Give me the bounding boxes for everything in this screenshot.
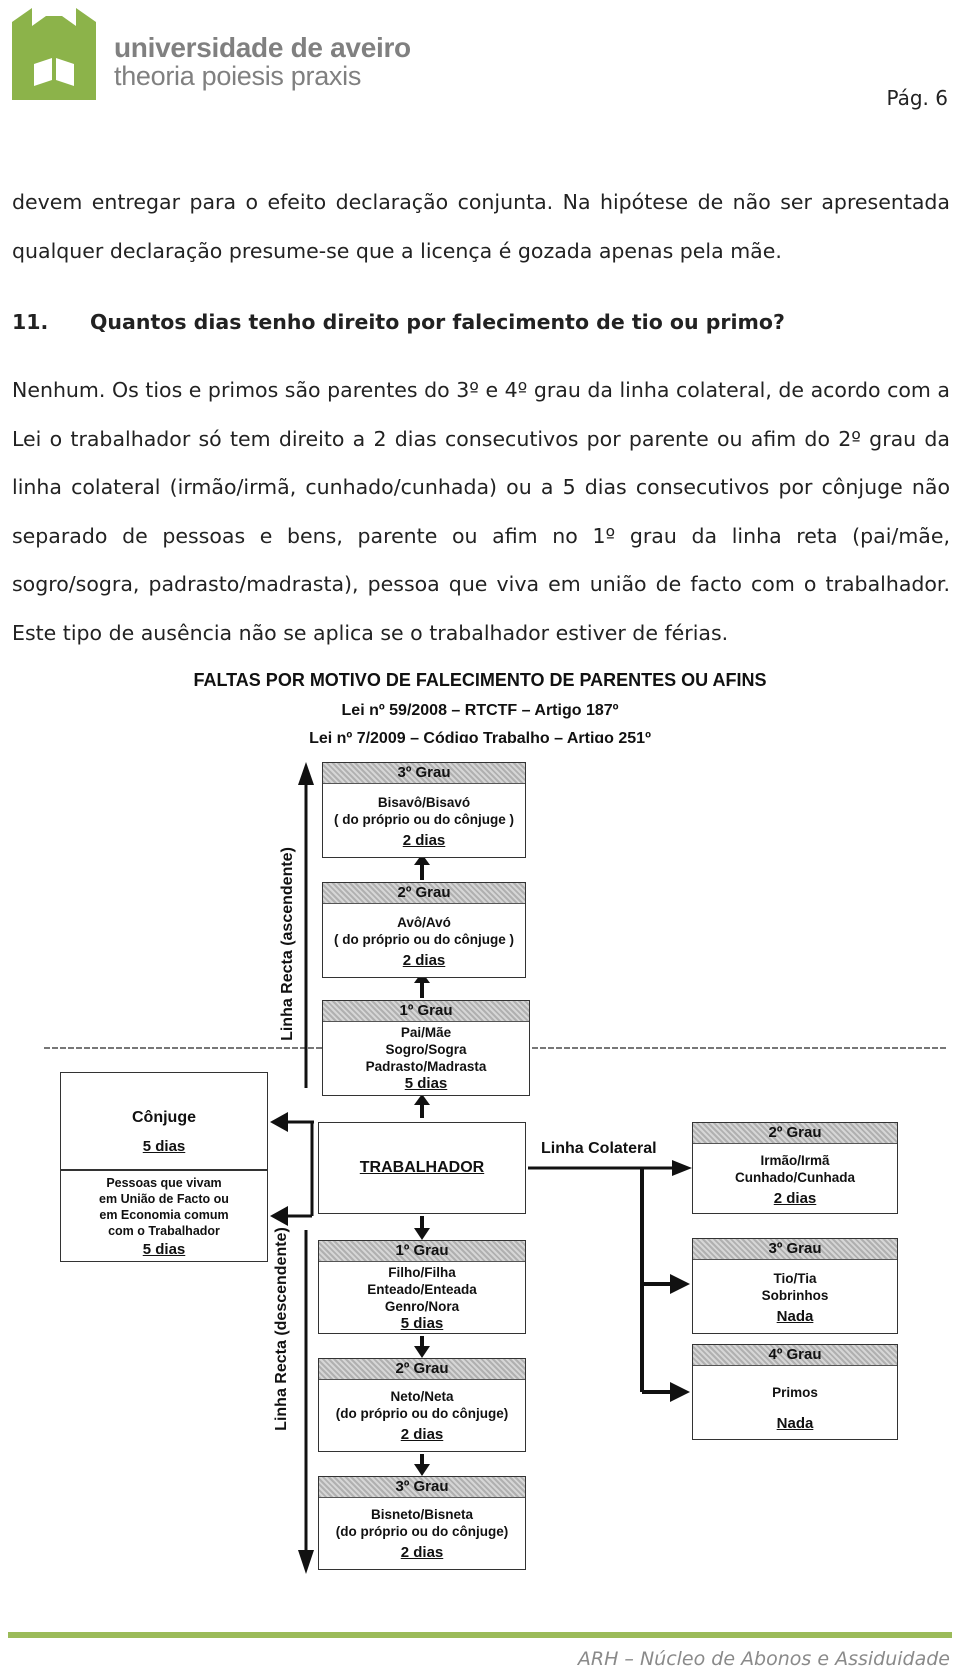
spouse-label: Cônjuge: [132, 1109, 196, 1126]
question-heading: 11. Quantos dias tenho direito por faleci…: [12, 310, 785, 334]
union-line: com o Trabalhador: [108, 1224, 220, 1238]
degree-header: 2º Grau: [693, 1123, 897, 1144]
relative-label: Padrasto/Madrasta: [365, 1059, 487, 1074]
collateral-3rd-degree-box: 3º Grau Tio/Tia Sobrinhos Nada: [692, 1238, 898, 1334]
union-line: em Economia comum: [99, 1208, 229, 1222]
relative-label: Cunhado/Cunhada: [735, 1170, 855, 1185]
days-allowed: 2 dias: [400, 1426, 444, 1443]
worker-label: TRABALHADOR: [359, 1159, 485, 1176]
degree-header: 1º Grau: [323, 1001, 529, 1022]
diagram-law-1: Lei nº 59/2008 – RTCTF – Artigo 187º: [341, 702, 619, 719]
days-allowed: 2 dias: [402, 952, 446, 969]
relative-label: Pai/Mãe: [400, 1025, 452, 1040]
relative-label: Filho/Filha: [388, 1265, 456, 1280]
diagram-law-2: Lei nº 7/2009 – Código Trabalho – Artigo…: [309, 730, 651, 743]
university-name: universidade de aveiro: [114, 32, 411, 63]
relative-label: Sobrinhos: [761, 1288, 829, 1303]
degree-header: 2º Grau: [323, 883, 525, 904]
descending-3rd-degree-box: 3º Grau Bisneto/Bisneta (do próprio ou d…: [318, 1476, 526, 1570]
footer-rule: [8, 1632, 952, 1638]
worker-box: TRABALHADOR: [318, 1122, 526, 1214]
relative-label: Bisneto/Bisneta: [370, 1507, 474, 1522]
question-number: 11.: [12, 310, 49, 334]
degree-header: 3º Grau: [693, 1239, 897, 1260]
relative-label: Enteado/Enteada: [367, 1282, 477, 1297]
continuation-paragraph: devem entregar para o efeito declaração …: [12, 190, 950, 263]
days-allowed: 5 dias: [142, 1138, 186, 1155]
degree-header: 4º Grau: [693, 1345, 897, 1366]
days-allowed: 2 dias: [773, 1190, 817, 1207]
relative-label: Tio/Tia: [773, 1271, 817, 1286]
relative-label: Neto/Neta: [390, 1389, 454, 1404]
ascending-2nd-degree-box: 2º Grau Avô/Avó ( do próprio ou do cônju…: [322, 882, 526, 978]
collateral-line-label: Linha Colateral: [541, 1140, 657, 1157]
collateral-2nd-degree-box: 2º Grau Irmão/Irmã Cunhado/Cunhada 2 dia…: [692, 1122, 898, 1214]
union-line: em União de Facto ou: [99, 1192, 229, 1206]
relative-note: ( do próprio ou do cônjuge ): [334, 932, 514, 947]
university-wordmark: universidade de aveiro theoria poiesis p…: [114, 32, 411, 91]
collateral-4th-degree-box: 4º Grau Primos Nada: [692, 1344, 898, 1440]
days-allowed: 5 dias: [400, 1315, 444, 1332]
degree-header: 3º Grau: [323, 763, 525, 784]
ascending-3rd-degree-box: 3º Grau Bisavô/Bisavó ( do próprio ou do…: [322, 762, 526, 858]
days-allowed: 5 dias: [404, 1075, 448, 1092]
footer-text: ARH – Núcleo de Abonos e Assiduidade: [577, 1648, 950, 1670]
days-allowed: 5 dias: [142, 1241, 186, 1258]
relative-label: Sogro/Sogra: [385, 1042, 467, 1057]
days-allowed: Nada: [776, 1415, 814, 1432]
relative-label: Irmão/Irmã: [760, 1153, 830, 1168]
diagram-title: FALTAS POR MOTIVO DE FALECIMENTO DE PARE…: [193, 670, 767, 690]
relative-note: ( do próprio ou do cônjuge ): [334, 812, 514, 827]
descending-line-label: Linha Recta (descendente): [273, 1227, 290, 1431]
spouse-box: Cônjuge 5 dias: [60, 1072, 268, 1170]
university-motto: theoria poiesis praxis: [114, 61, 362, 91]
question-text: Quantos dias tenho direito por falecimen…: [90, 310, 785, 334]
degree-header: 2º Grau: [319, 1359, 525, 1380]
days-allowed: 2 dias: [402, 832, 446, 849]
ascending-line-label: Linha Recta (ascendente): [279, 847, 296, 1041]
relative-note: (do próprio ou do cônjuge): [335, 1524, 509, 1539]
days-allowed: Nada: [776, 1308, 814, 1325]
relative-label: Avô/Avó: [397, 915, 451, 930]
descending-2nd-degree-box: 2º Grau Neto/Neta (do próprio ou do cônj…: [318, 1358, 526, 1452]
ascending-1st-degree-box: 1º Grau Pai/Mãe Sogro/Sogra Padrasto/Mad…: [322, 1000, 530, 1096]
relative-label: Primos: [772, 1385, 818, 1400]
union-line: Pessoas que vivam: [106, 1176, 222, 1190]
degree-header: 1º Grau: [319, 1241, 525, 1262]
descending-1st-degree-box: 1º Grau Filho/Filha Enteado/Enteada Genr…: [318, 1240, 526, 1334]
university-logo: [12, 8, 96, 100]
union-partner-box: Pessoas que vivam em União de Facto ou e…: [60, 1170, 268, 1262]
days-allowed: 2 dias: [400, 1544, 444, 1561]
relative-note: (do próprio ou do cônjuge): [335, 1406, 509, 1421]
page-number: Pág. 6: [886, 86, 948, 110]
relative-label: Genro/Nora: [384, 1299, 460, 1314]
answer-paragraph: Nenhum. Os tios e primos são parentes do…: [12, 378, 950, 645]
degree-header: 3º Grau: [319, 1477, 525, 1498]
relative-label: Bisavô/Bisavó: [377, 795, 471, 810]
